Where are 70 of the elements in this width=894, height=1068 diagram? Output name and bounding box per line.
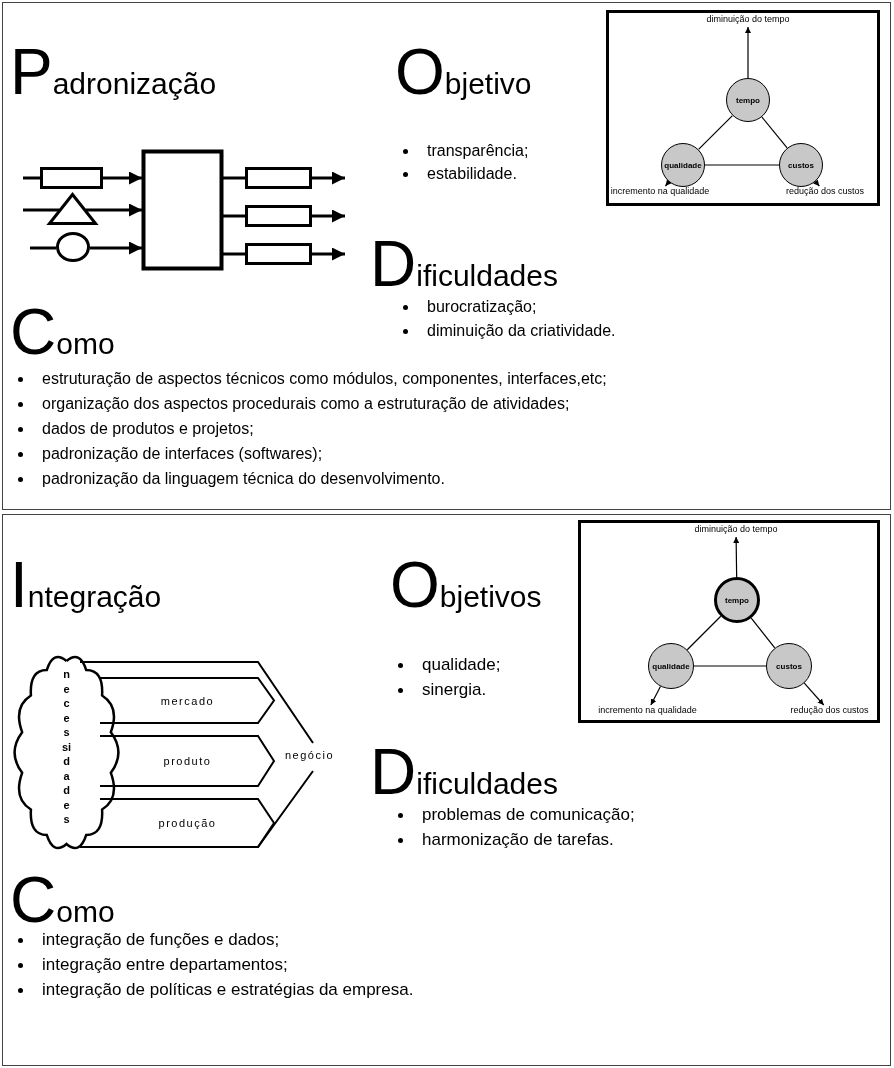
bullet-item: estruturação de aspectos técnicos como módulos, componentes, interfaces,etc; xyxy=(42,370,607,388)
bullet-item: estabilidade. xyxy=(427,165,517,183)
arrow xyxy=(103,171,142,185)
circle-node: qualidade xyxy=(648,643,694,689)
bullet-item: problemas de comunicação; xyxy=(422,805,635,825)
bullet-item: diminuição da criatividade. xyxy=(427,322,616,340)
connector-line xyxy=(223,214,245,218)
circle-shape xyxy=(56,232,90,262)
section-heading: Como xyxy=(10,868,115,932)
chevron-label: negócio xyxy=(285,749,335,761)
rectangle-shape xyxy=(142,150,223,270)
bullet-item: dados de produtos e projetos; xyxy=(42,420,254,438)
section-heading: Objetivo xyxy=(395,40,532,104)
bullet-item: padronização de interfaces (softwares); xyxy=(42,445,323,463)
section-heading: Dificuldades xyxy=(370,740,558,804)
triangle-shape xyxy=(48,193,97,225)
arrow xyxy=(312,209,345,223)
section-heading: Dificuldades xyxy=(370,232,558,296)
connector-line xyxy=(750,617,776,649)
rectangle-shape xyxy=(245,243,312,265)
bullet-item: integração de funções e dados; xyxy=(42,930,280,950)
connector-line xyxy=(686,615,722,651)
arrow xyxy=(650,685,662,706)
circle-node: tempo xyxy=(726,78,770,122)
rectangle-shape xyxy=(245,205,312,227)
bullet-item: transparência; xyxy=(427,142,529,160)
connector-line xyxy=(223,176,245,180)
arrow xyxy=(312,247,345,261)
connector-line xyxy=(23,208,60,212)
annotation-text: redução dos custos xyxy=(780,186,870,199)
arrow xyxy=(85,203,142,217)
bullet-item: padronização da linguagem técnica do desenvolvimento. xyxy=(42,470,445,488)
circle-node: custos xyxy=(766,643,812,689)
annotation-text: diminuição do tempo xyxy=(688,14,808,27)
section-heading: Objetivos xyxy=(390,553,542,617)
connector-line xyxy=(704,164,780,166)
annotation-text: redução dos custos xyxy=(782,705,877,718)
connector-line xyxy=(697,114,734,151)
connector-line xyxy=(23,176,40,180)
rectangle-shape xyxy=(40,167,103,189)
rectangle-shape xyxy=(245,167,312,189)
connector-line xyxy=(223,252,245,256)
arrow xyxy=(813,179,820,187)
bullet-item: organização dos aspectos procedurais como a estruturação de atividades; xyxy=(42,395,570,413)
arrow xyxy=(312,171,345,185)
arrow xyxy=(733,536,740,578)
arrow xyxy=(745,26,751,79)
connector-line xyxy=(761,116,788,149)
section-heading: Como xyxy=(10,300,115,364)
bullet-item: qualidade; xyxy=(422,655,501,675)
connector-line xyxy=(30,246,57,250)
annotation-text: incremento na qualidade xyxy=(600,186,720,199)
arrow xyxy=(803,682,825,706)
circle-node: qualidade xyxy=(661,143,705,187)
section-heading: Integração xyxy=(10,553,162,617)
arrow xyxy=(664,179,672,187)
section-heading: Padronização xyxy=(10,40,217,104)
circle-node: custos xyxy=(779,143,823,187)
circle-node: tempo xyxy=(714,577,760,623)
arrow xyxy=(89,241,142,255)
bullet-item: sinergia. xyxy=(422,680,487,700)
bullet-item: burocratização; xyxy=(427,298,537,316)
bullet-item: integração de políticas e estratégias da empresa. xyxy=(42,980,414,1000)
vertical-label: necessidades xyxy=(61,667,72,827)
annotation-text: diminuição do tempo xyxy=(676,524,796,537)
connector-line xyxy=(693,665,767,667)
annotation-text: incremento na qualidade xyxy=(585,705,710,718)
cloud-shape xyxy=(15,655,118,850)
bullet-item: integração entre departamentos; xyxy=(42,955,288,975)
bullet-item: harmonização de tarefas. xyxy=(422,830,614,850)
